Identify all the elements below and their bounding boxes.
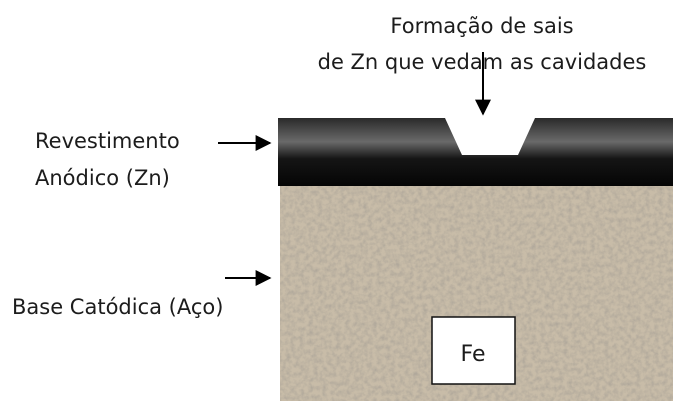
base-label: Base Catódica (Aço) bbox=[12, 295, 223, 319]
top-label-line1: Formação de sais bbox=[390, 14, 573, 38]
anodic-coating bbox=[278, 118, 673, 186]
coating-label-line1: Revestimento bbox=[35, 129, 180, 153]
cathodic-base bbox=[280, 170, 673, 401]
fe-box: Fe bbox=[431, 316, 516, 385]
coating-label-line2: Anódico (Zn) bbox=[35, 166, 170, 190]
cavity-salt-layer bbox=[450, 118, 531, 150]
fe-label: Fe bbox=[461, 342, 486, 367]
